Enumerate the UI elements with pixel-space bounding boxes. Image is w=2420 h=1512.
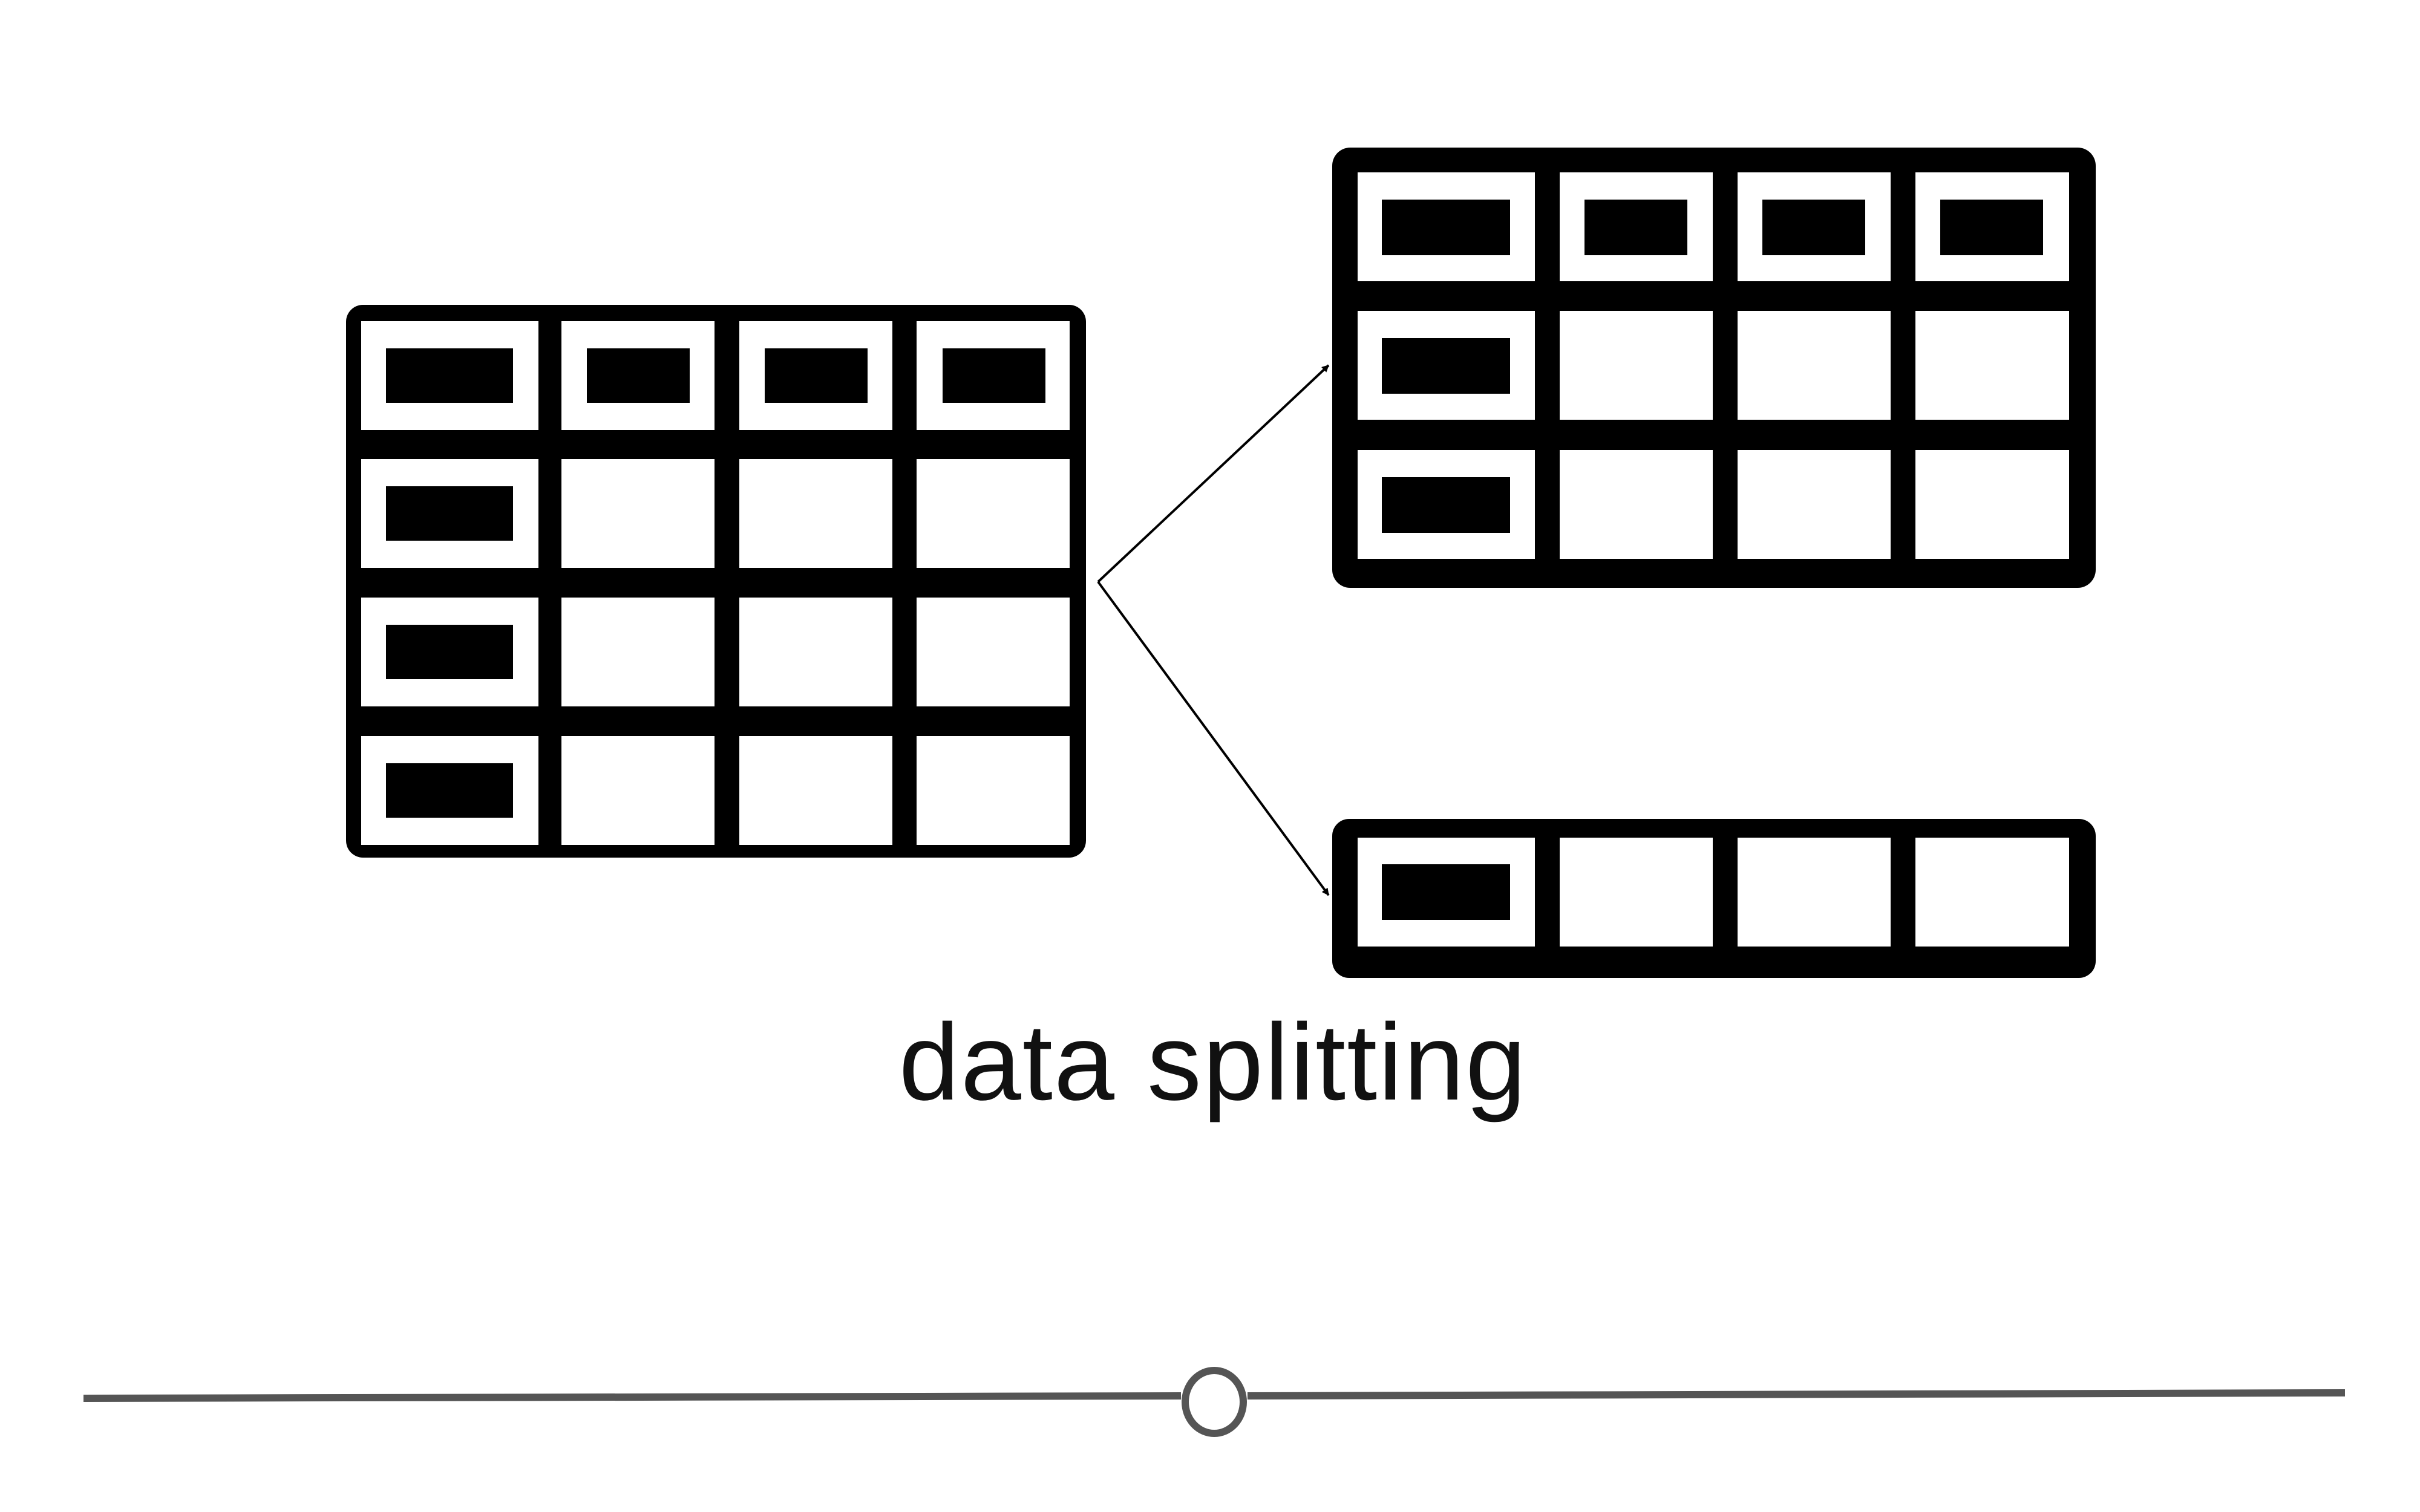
source-row-cell (561, 459, 715, 568)
split-arrow-lower (1097, 581, 1330, 896)
source-row-cell (917, 459, 1070, 568)
timeline-track-right[interactable] (1247, 1389, 2346, 1400)
split-b-row-cell (1738, 838, 1891, 947)
source-index-bar (386, 625, 513, 679)
split-a-header-bar (1762, 200, 1865, 255)
test-split-table-icon (1332, 819, 2096, 978)
source-header-bar (943, 348, 1045, 403)
split-a-row-cell (1560, 450, 1713, 559)
source-header-bar (386, 348, 513, 403)
split-a-row-cell (1915, 450, 2069, 559)
diagram-caption: data splitting (899, 1002, 1528, 1123)
split-b-index-bar (1382, 864, 1510, 920)
source-index-bar (386, 486, 513, 541)
split-b-row-cell (1915, 838, 2069, 947)
source-row-cell (739, 598, 892, 706)
source-row-cell (739, 736, 892, 845)
source-row-cell (561, 598, 715, 706)
source-header-bar (765, 348, 868, 403)
split-a-index-bar (1382, 477, 1510, 533)
train-split-table-icon (1332, 148, 2096, 588)
source-row-cell (739, 459, 892, 568)
timeline-scrubber[interactable] (83, 1367, 2346, 1437)
source-row-cell (917, 598, 1070, 706)
source-row-cell (561, 736, 715, 845)
split-a-row-cell (1915, 311, 2069, 420)
source-header-bar (587, 348, 690, 403)
source-table-icon (346, 305, 1086, 858)
split-a-header-bar (1940, 200, 2043, 255)
split-a-header-bar (1584, 200, 1687, 255)
split-arrow-upper (1097, 364, 1330, 583)
source-index-bar (386, 763, 513, 818)
timeline-track-left[interactable] (83, 1392, 1182, 1402)
timeline-handle[interactable] (1182, 1367, 1247, 1437)
split-a-header-bar (1382, 200, 1510, 255)
source-table-frame (346, 305, 1086, 858)
split-b-row-cell (1560, 838, 1713, 947)
source-row-cell (917, 736, 1070, 845)
split-a-row-cell (1560, 311, 1713, 420)
split-a-row-cell (1738, 311, 1891, 420)
split-a-index-bar (1382, 338, 1510, 394)
split-a-row-cell (1738, 450, 1891, 559)
